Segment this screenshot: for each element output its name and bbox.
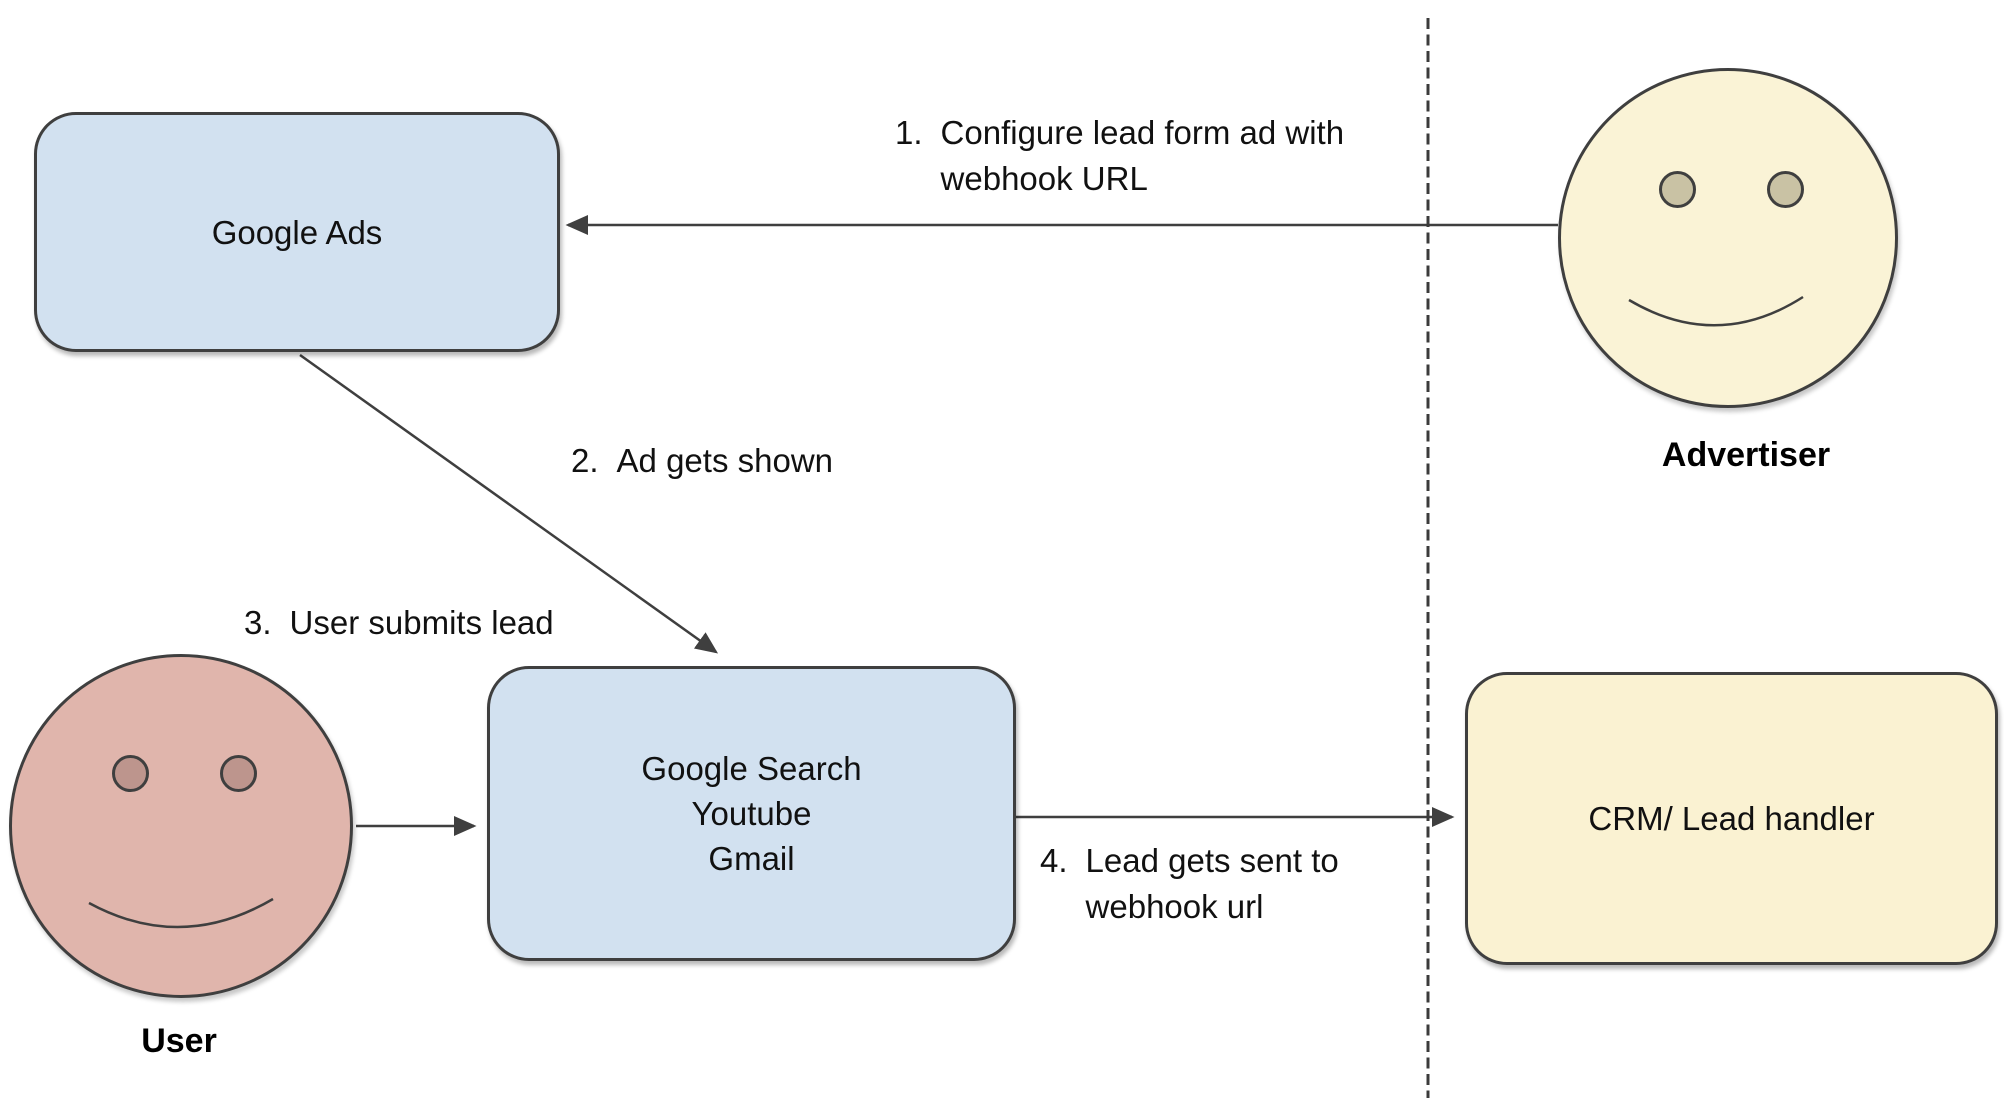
- step-4-text-line2: webhook url: [1085, 888, 1264, 925]
- step-4-lead-sent-to-webhook: 4. Lead gets sent to webhook url: [1040, 838, 1339, 930]
- step-3-number: 3.: [244, 604, 272, 641]
- node-google-properties-line1: Google Search: [641, 750, 862, 787]
- node-google-properties-line3: Gmail: [708, 840, 795, 877]
- node-crm-lead-handler: CRM/ Lead handler: [1465, 672, 1998, 965]
- advertiser-smile-icon: [1628, 295, 1804, 327]
- step-2-text-line1: Ad gets shown: [616, 442, 833, 479]
- step-2-number: 2.: [571, 442, 599, 479]
- step-1-configure-lead-form: 1. Configure lead form ad with webhook U…: [895, 110, 1344, 202]
- step-3-text-line1: User submits lead: [289, 604, 554, 641]
- user-label: User: [141, 1022, 217, 1060]
- user-face-icon: [9, 654, 353, 998]
- step-2-ad-gets-shown: 2. Ad gets shown: [571, 438, 833, 484]
- node-google-ads: Google Ads: [34, 112, 560, 352]
- user-smile-icon: [88, 897, 274, 929]
- step-3-user-submits-lead: 3. User submits lead: [244, 600, 554, 646]
- user-right-eye-icon: [220, 755, 257, 792]
- node-crm-label: CRM/ Lead handler: [1588, 800, 1875, 837]
- step-4-number: 4.: [1040, 842, 1068, 879]
- step-1-number: 1.: [895, 114, 923, 151]
- step-4-text-line1: Lead gets sent to: [1085, 842, 1339, 879]
- node-google-properties-line2: Youtube: [691, 795, 812, 832]
- user-left-eye-icon: [112, 755, 149, 792]
- advertiser-face-icon: [1558, 68, 1898, 408]
- step-1-text-line1: Configure lead form ad with: [940, 114, 1345, 151]
- step-1-text-line2: webhook URL: [940, 160, 1148, 197]
- advertiser-left-eye-icon: [1659, 171, 1696, 208]
- node-google-ads-label: Google Ads: [211, 213, 383, 251]
- advertiser-right-eye-icon: [1767, 171, 1804, 208]
- arrow-googleads-to-properties: [299, 353, 719, 654]
- node-google-properties: Google Search Youtube Gmail: [487, 666, 1016, 961]
- advertiser-label: Advertiser: [1661, 436, 1831, 474]
